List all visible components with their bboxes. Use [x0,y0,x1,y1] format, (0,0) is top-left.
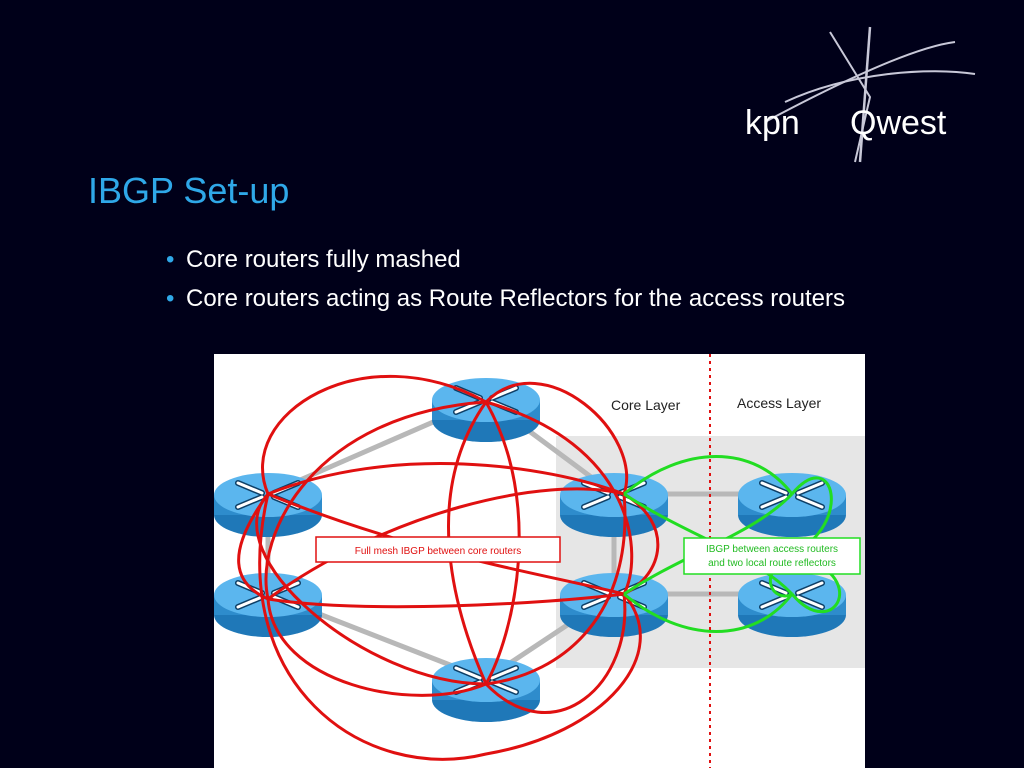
router-icon [560,473,668,537]
bullet-dot-icon: • [166,285,175,312]
bullet-item: •Core routers acting as Route Reflectors… [166,285,845,312]
kpnqwest-logo: kpn Qwest [745,26,976,163]
full-mesh-sessions [237,374,660,761]
bullet-item: •Core routers fully mashed [166,246,461,273]
access-ibgp-label-box [683,537,861,575]
ibgp-diagram: Core Layer Access Layer Full mesh IBGP b… [214,354,865,768]
slide-title: IBGP Set-up [88,170,290,211]
access-ibgp-label-line2: and two local route reflectors [708,558,836,569]
access-ibgp-label-line1: IBGP between access routers [706,544,838,555]
router-icon [432,378,540,442]
bullet-dot-icon: • [166,246,175,273]
bullet-list: •Core routers fully mashed •Core routers… [164,245,904,323]
router-icon [432,658,540,722]
access-layer-label: Access Layer [737,395,821,411]
core-layer-label: Core Layer [611,397,681,413]
router-icon [738,573,846,637]
svg-text:kpn: kpn [745,104,800,142]
full-mesh-label: Full mesh IBGP between core routers [355,546,522,557]
full-mesh-label-box [315,536,561,563]
svg-text:Qwest: Qwest [850,104,947,142]
